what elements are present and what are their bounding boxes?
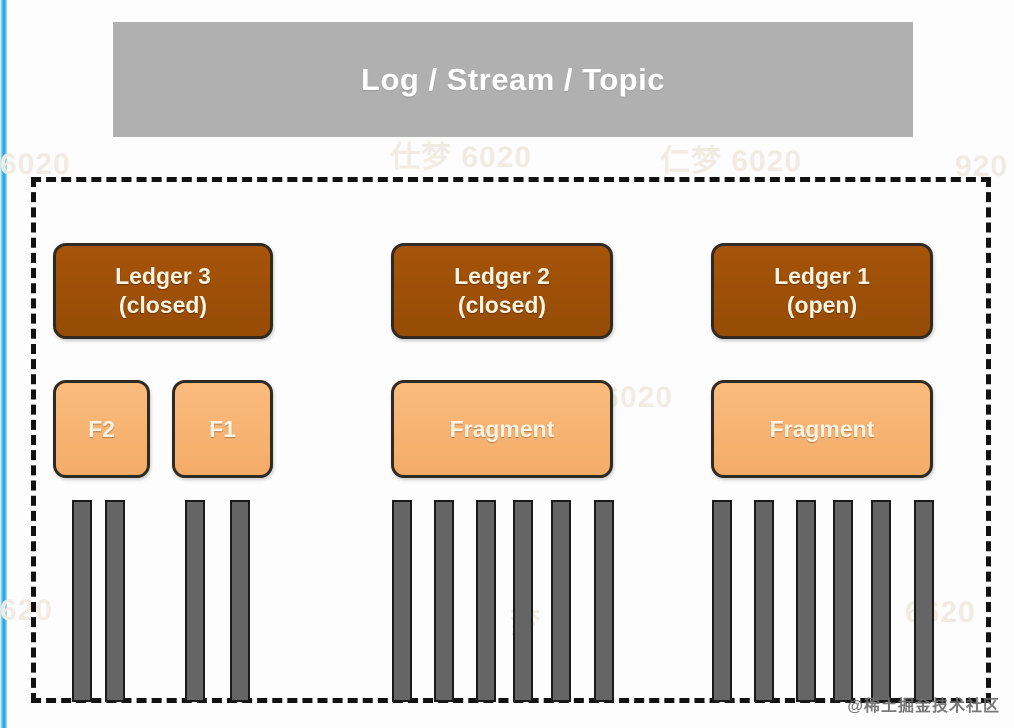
ledger-container-dashed-box [31,177,991,703]
entry-bar [871,500,891,702]
ledger-box-open-3[interactable]: Ledger 1 (open) [711,243,933,339]
fragment-label: F1 [209,415,236,442]
entry-bar [476,500,496,702]
faint-watermark: 仕梦 6020 [390,141,533,174]
fragment-box[interactable]: F2 [53,380,150,478]
entry-bar [72,500,92,702]
ledger-state-label: (open) [786,292,858,318]
ledger-box-closed-1[interactable]: Ledger 3 (closed) [53,243,273,339]
fragment-box[interactable]: F1 [172,380,273,478]
entry-bar [796,500,816,702]
ledger-name-label: Ledger 1 [774,263,870,289]
ledger-state-label: (closed) [118,292,208,318]
ledger-name-label: Ledger 3 [115,263,211,289]
brand-watermark: @稀土掘金技术社区 [847,698,1000,715]
entry-bar [551,500,571,702]
ledger-name-label: Ledger 2 [454,263,550,289]
entry-bar [914,500,934,702]
entry-bar [712,500,732,702]
fragment-label: F2 [88,415,115,442]
entry-bar [434,500,454,702]
entry-bar [392,500,412,702]
entry-bar [185,500,205,702]
ledger-box-closed-2[interactable]: Ledger 2 (closed) [391,243,613,339]
entry-bar [105,500,125,702]
entry-bar [754,500,774,702]
ledger-state-label: (closed) [457,292,547,318]
left-accent-stripe [0,0,7,728]
fragment-label: Fragment [449,415,555,442]
faint-watermark: 仁梦 6020 [660,145,803,178]
header-title: Log / Stream / Topic [361,61,665,97]
fragment-box[interactable]: Fragment [391,380,613,478]
log-stream-topic-header: Log / Stream / Topic [113,22,913,137]
entry-bar [833,500,853,702]
entry-bar [230,500,250,702]
fragment-box[interactable]: Fragment [711,380,933,478]
fragment-label: Fragment [769,415,875,442]
entry-bar [513,500,533,702]
entry-bar [594,500,614,702]
